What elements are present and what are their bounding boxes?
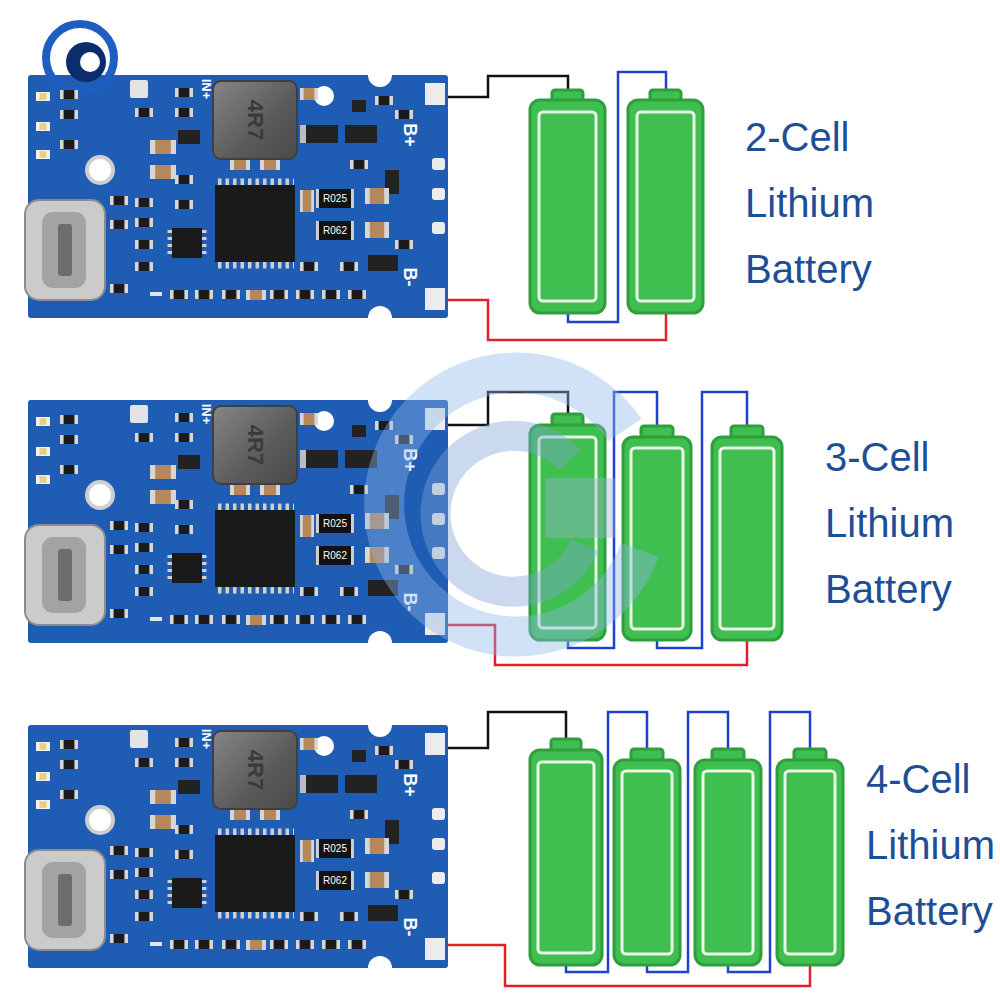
battery-cell [712,437,782,640]
pin-label: B- [401,918,419,937]
inductor: 4R7 [212,405,298,485]
battery-highlight [720,448,774,629]
battery-cell [777,760,843,965]
charger-board: IN+ B+ B- 4R7R025R062 [28,75,448,318]
watermark-block [545,478,615,538]
logo-core [80,52,100,72]
series-link-wire [568,72,666,322]
battery-cell [530,425,605,640]
negative-wire [448,625,747,665]
series-link-wire [728,712,810,972]
current-sense-resistor: R025 [316,189,354,208]
pin-label: B- [401,593,419,612]
battery-highlight [538,762,594,953]
battery-terminal [552,414,583,427]
series-link-wire [566,712,647,972]
part-marking: 4R7 [244,425,266,465]
pin-label: B+ [401,448,419,472]
series-link-wire [568,392,657,648]
battery-highlight [703,771,753,954]
battery-highlight [539,437,596,628]
current-sense-resistor: R062 [316,221,354,240]
battery-terminal [631,749,663,762]
charger-board: IN+ B+ B- 4R7R025R062 [28,400,448,643]
part-marking: 4R7 [244,100,266,140]
negative-wire [448,945,810,986]
battery-terminal [712,749,744,762]
battery-cell [530,750,602,965]
pin-label: B- [401,268,419,287]
battery-cell [614,760,680,965]
positive-wire [448,392,568,425]
series-link-wire [657,392,747,648]
negative-wire [448,300,666,340]
battery-highlight [622,771,672,954]
battery-caption: 4-Cell Lithium Battery [866,746,1000,944]
battery-terminal [794,749,826,762]
battery-terminal [731,426,763,439]
inductor: 4R7 [212,730,298,810]
pin-label: B+ [401,123,419,147]
pin-label: IN+ [200,79,213,100]
battery-cell [695,760,761,965]
battery-highlight [785,771,835,954]
battery-terminal [551,739,581,752]
battery-highlight [631,448,683,629]
series-link-wire [647,712,728,972]
charger-board: IN+ B+ B- 4R7R025R062 [28,725,448,968]
positive-wire [448,76,568,97]
battery-terminal [650,90,681,102]
positive-wire [448,712,566,748]
current-sense-resistor: R025 [316,514,354,533]
pin-label: B+ [401,773,419,797]
part-marking: R025 [323,844,347,854]
part-marking: R025 [323,194,347,204]
battery-cell [530,100,605,313]
battery-terminal [641,426,673,439]
part-marking: 4R7 [244,750,266,790]
battery-caption: 3-Cell Lithium Battery [825,424,990,622]
pin-label: IN+ [200,729,213,750]
part-marking: R062 [323,551,347,561]
current-sense-resistor: R062 [316,871,354,890]
current-sense-resistor: R025 [316,839,354,858]
battery-highlight [539,112,596,301]
battery-caption: 2-Cell Lithium Battery [745,104,895,302]
current-sense-resistor: R062 [316,546,354,565]
watermark-ring [436,436,585,592]
part-marking: R025 [323,519,347,529]
pin-label: IN+ [200,404,213,425]
part-marking: R062 [323,876,347,886]
battery-cell [623,437,691,640]
inductor: 4R7 [212,80,298,160]
battery-cell [628,100,703,313]
part-marking: R062 [323,226,347,236]
battery-highlight [637,112,694,301]
battery-terminal [552,90,583,102]
